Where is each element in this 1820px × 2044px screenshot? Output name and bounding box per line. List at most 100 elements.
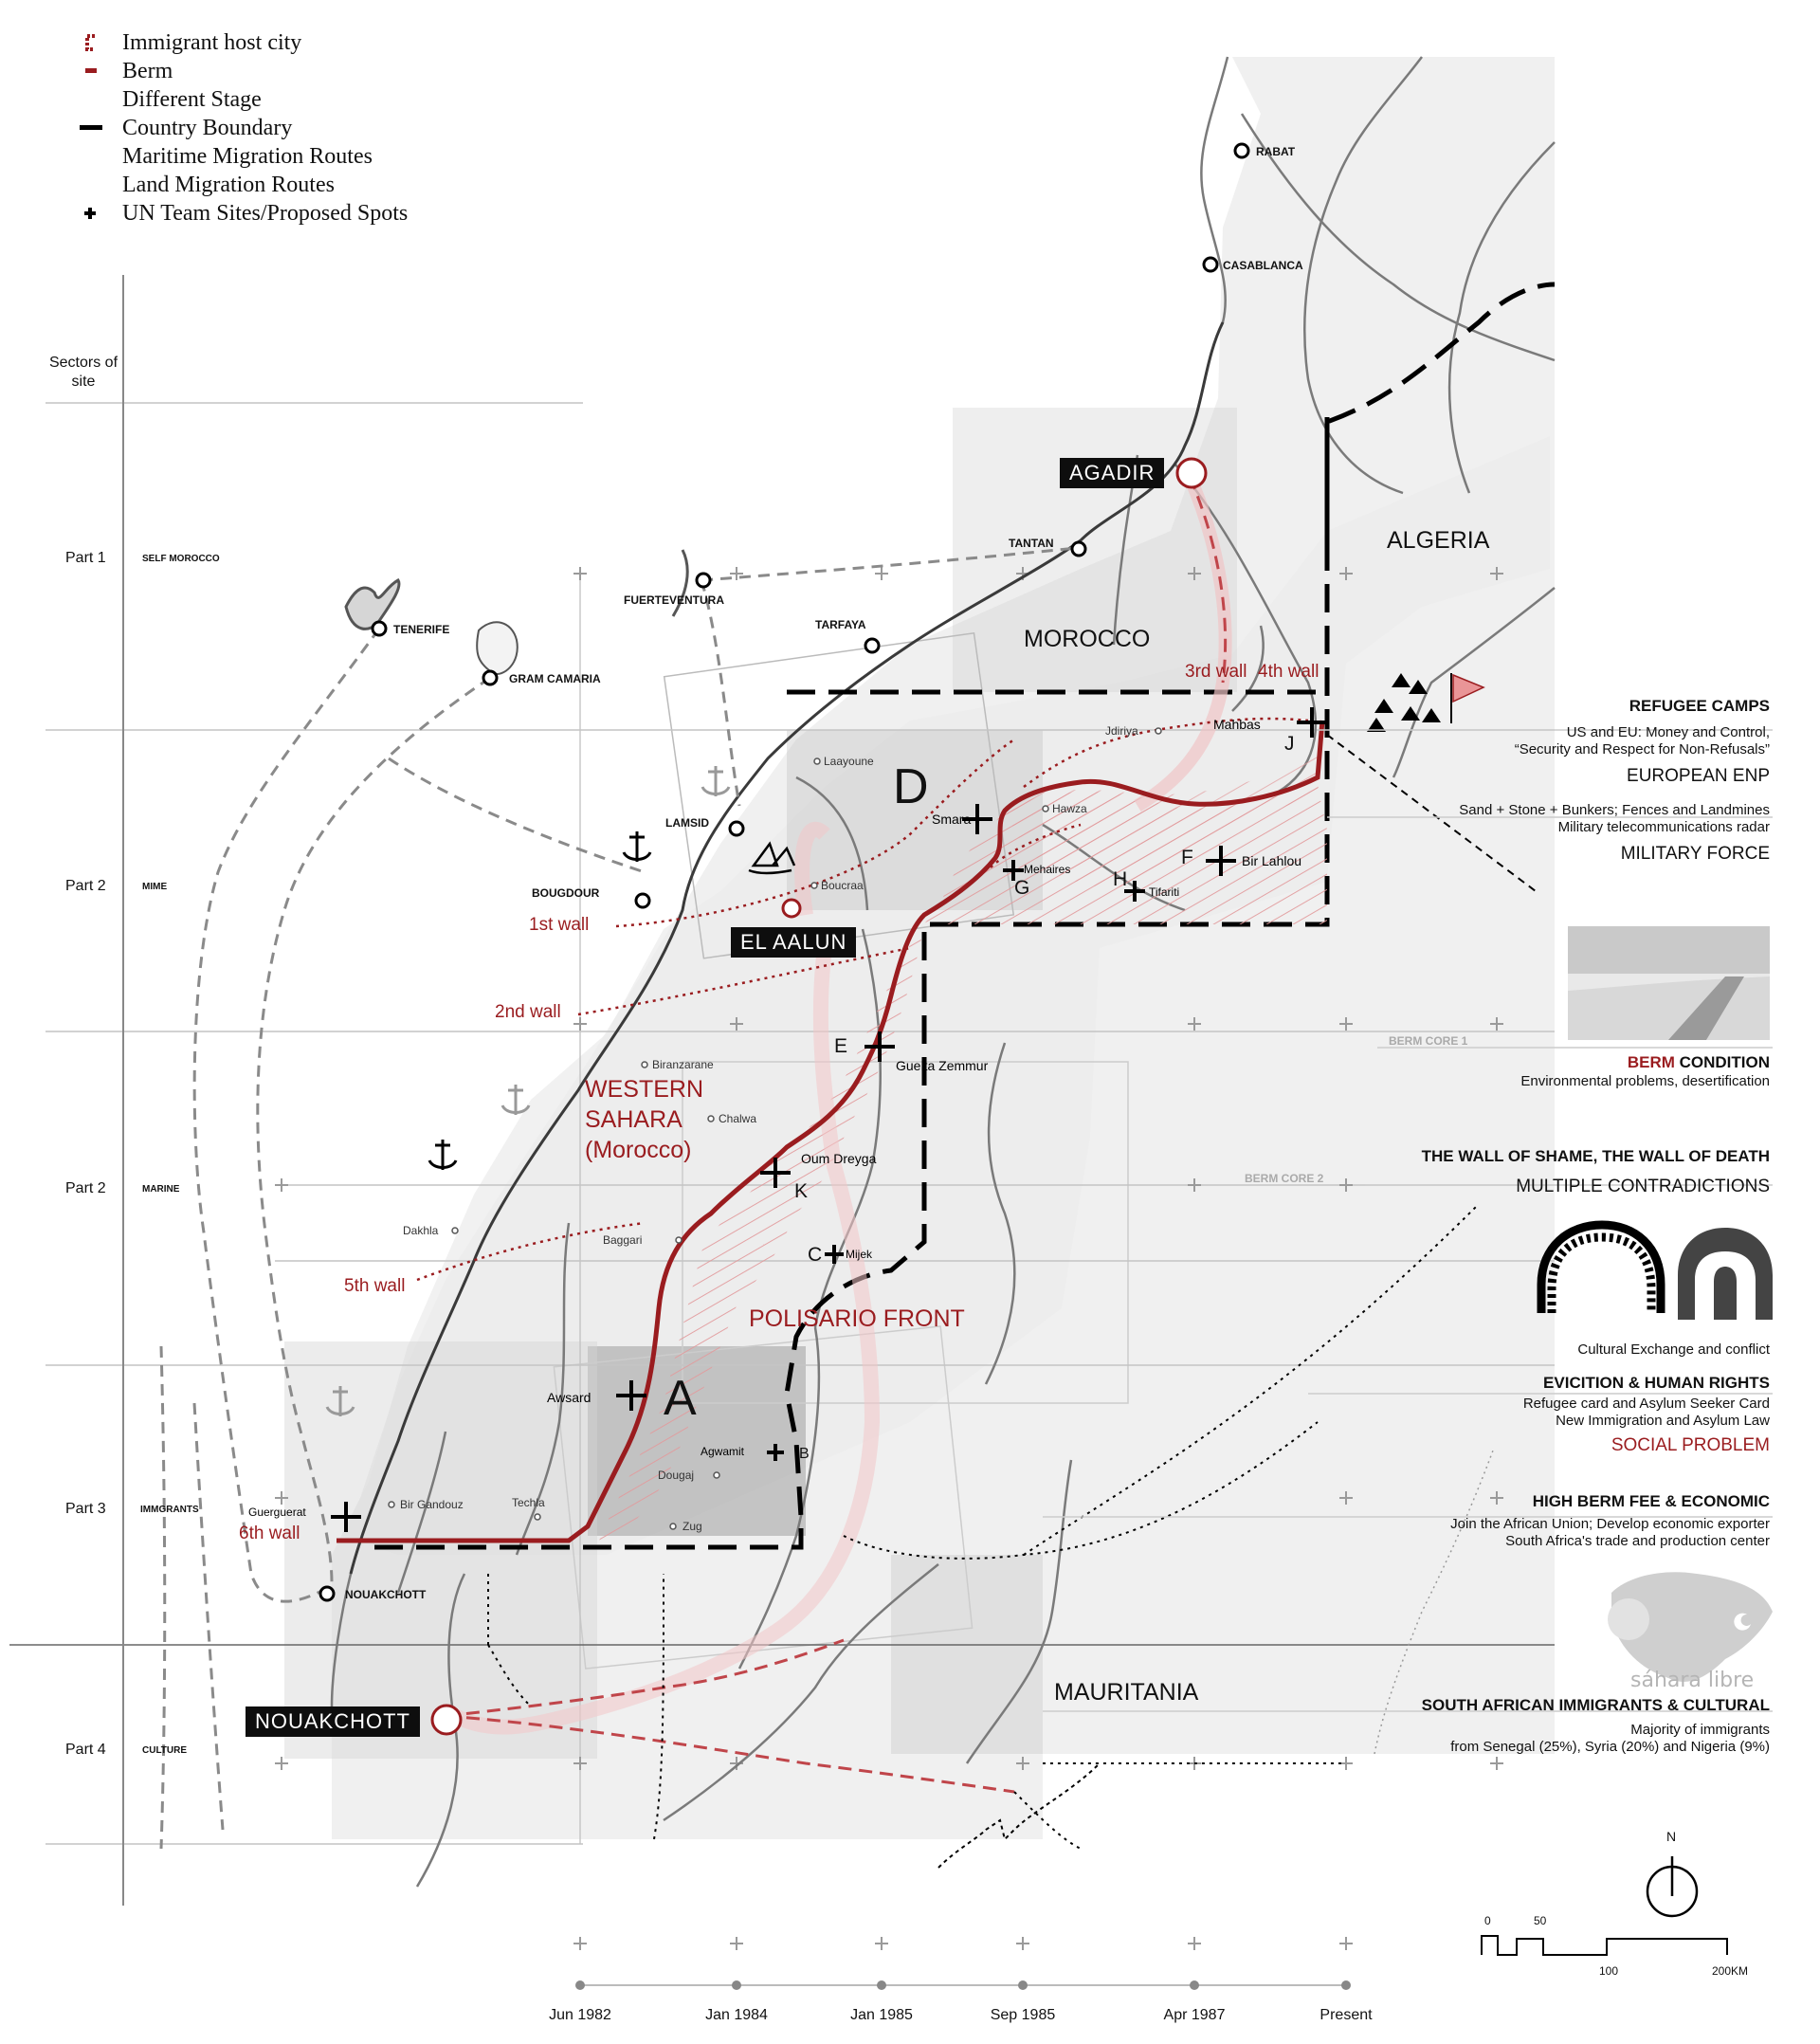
dashed-berm-route (1188, 476, 1228, 684)
town-label: Bir Gandouz (400, 1498, 464, 1511)
site-name: Agwamit (701, 1445, 745, 1458)
site-name: Mehaires (1024, 863, 1071, 876)
radar-line (1326, 734, 1537, 892)
island-tenerife (344, 578, 401, 630)
un-site-e: E (834, 1035, 848, 1057)
host-city-el-aalun: EL AALUN (731, 927, 857, 958)
site-name: Guelta Zemmur (896, 1058, 989, 1073)
scale-label: 0 (1484, 1914, 1491, 1927)
legend-row-land: Land Migration Routes (122, 173, 335, 197)
scale-label: 100 (1599, 1964, 1619, 1978)
host-city-icon (71, 33, 109, 52)
berm-icon (71, 62, 109, 81)
city-label: FUERTEVENTURA (624, 593, 725, 607)
part-label: Part 4 (65, 1742, 106, 1758)
legend-row-berm: Berm (71, 57, 408, 85)
wall-label: 5th wall (344, 1276, 406, 1296)
wall-label: 3rd wall (1185, 662, 1247, 682)
island-fuerteventura (671, 549, 689, 617)
stage-tile (663, 631, 1015, 959)
un-site-k: K (794, 1180, 809, 1202)
north-label: N (1666, 1829, 1677, 1844)
city-label: RABAT (1256, 145, 1296, 158)
sector-name: IMMGRANTS (140, 1505, 199, 1515)
leader-lines (487, 1203, 1480, 1850)
un-site-markers (331, 707, 1327, 1532)
town-label: Hawza (1052, 802, 1087, 815)
polisario-label: POLISARIO FRONT (749, 1305, 965, 1332)
site-name: Bir Lahlou (1242, 853, 1302, 868)
stage-tile (553, 1325, 974, 1670)
sahara-libre-text: sáhara libre (1630, 1669, 1755, 1692)
un-site-g: G (1014, 877, 1030, 899)
site-name: Awsard (547, 1390, 592, 1405)
un-site-h: H (1113, 868, 1128, 890)
host-city-nouakchott: NOUAKCHOTT (246, 1706, 420, 1737)
town-label: Baggari (603, 1233, 643, 1247)
town-label: Laayoune (824, 755, 874, 768)
city-label: BOUGDOUR (532, 886, 600, 900)
city-label: GRAM CAMARIA (509, 672, 601, 685)
town-label: Zug (682, 1520, 702, 1533)
stage-tile (953, 408, 1237, 692)
city-label: TANTAN (1009, 537, 1054, 550)
sector-name: MARINE (142, 1184, 180, 1195)
stage-tile (284, 1341, 597, 1759)
stage-tile (682, 1061, 1129, 1404)
part-label: Part 2 (65, 1180, 106, 1196)
flag-icon (1450, 673, 1485, 723)
site-name: Mahbas (1213, 717, 1261, 732)
legend-row-stage: Different Stage (122, 87, 262, 112)
berm-hatch-north (1005, 749, 1322, 888)
scale-label: 50 (1534, 1914, 1547, 1927)
un-site-b: B (799, 1446, 810, 1462)
pink-band-2 (451, 947, 881, 1735)
timeline-label: Jun 1982 (549, 2007, 611, 2023)
wall-label: 1st wall (529, 915, 590, 935)
un-site-f: F (1181, 847, 1193, 868)
un-site-c: C (808, 1244, 823, 1266)
site-name: Tifariti (1149, 885, 1180, 899)
city-label: NOUAKCHOTT (345, 1588, 427, 1601)
legend: Immigrant host city Berm Different Stage… (71, 28, 408, 228)
town-label: Chalwa (719, 1112, 757, 1125)
scale-bar (1481, 1935, 1728, 1956)
berm-photo (1568, 926, 1770, 1040)
timeline-label: Jan 1985 (850, 2007, 913, 2023)
town-label: Techla (512, 1496, 545, 1509)
sahara-libre-logo (1608, 1572, 1773, 1682)
city-markers (318, 142, 1250, 1602)
part-label: Part 3 (65, 1501, 106, 1517)
country-mauritania: MAURITANIA (1054, 1679, 1199, 1706)
berm-line (337, 720, 1325, 1543)
timeline-label: Present (1320, 2007, 1373, 2023)
cultural-block: Cultural Exchange and conflict (1577, 1341, 1770, 1358)
sector-name: MIME (142, 882, 168, 892)
berm-core-label: BERM CORE 2 (1245, 1172, 1324, 1185)
part-label: Part 1 (65, 550, 106, 566)
sector-name: CULTURE (142, 1745, 188, 1756)
timeline-label: Apr 1987 (1163, 2007, 1226, 2023)
site-name: Guerguerat (248, 1506, 306, 1519)
dashed-berm-route-3 (445, 1714, 1015, 1794)
town-label: Dakhla (403, 1224, 439, 1237)
city-label: LAMSID (665, 816, 709, 830)
site-name: Oum Dreyga (801, 1151, 877, 1166)
stage-tile (891, 1555, 1043, 1754)
legend-row-country-boundary: Country Boundary (71, 114, 408, 142)
city-label: CASABLANCA (1223, 259, 1303, 272)
host-city-agadir: AGADIR (1060, 458, 1165, 488)
un-site-icon (71, 204, 109, 223)
berm-hatch-area (597, 787, 1327, 1545)
refugee-camps-block: REFUGEE CAMPS US and EU: Money and Contr… (1514, 697, 1770, 786)
wall-label: 2nd wall (495, 1002, 561, 1022)
berm-core-label: BERM CORE 1 (1389, 1034, 1468, 1048)
migration-routes (159, 546, 1077, 1850)
sectors-header: Sectors of site (48, 355, 118, 390)
boat-icon (748, 841, 796, 875)
part-label: Part 2 (65, 878, 106, 894)
country-morocco: MOROCCO (1024, 626, 1151, 652)
anchor-icons (325, 766, 731, 1416)
town-label: Dougaj (658, 1469, 695, 1482)
